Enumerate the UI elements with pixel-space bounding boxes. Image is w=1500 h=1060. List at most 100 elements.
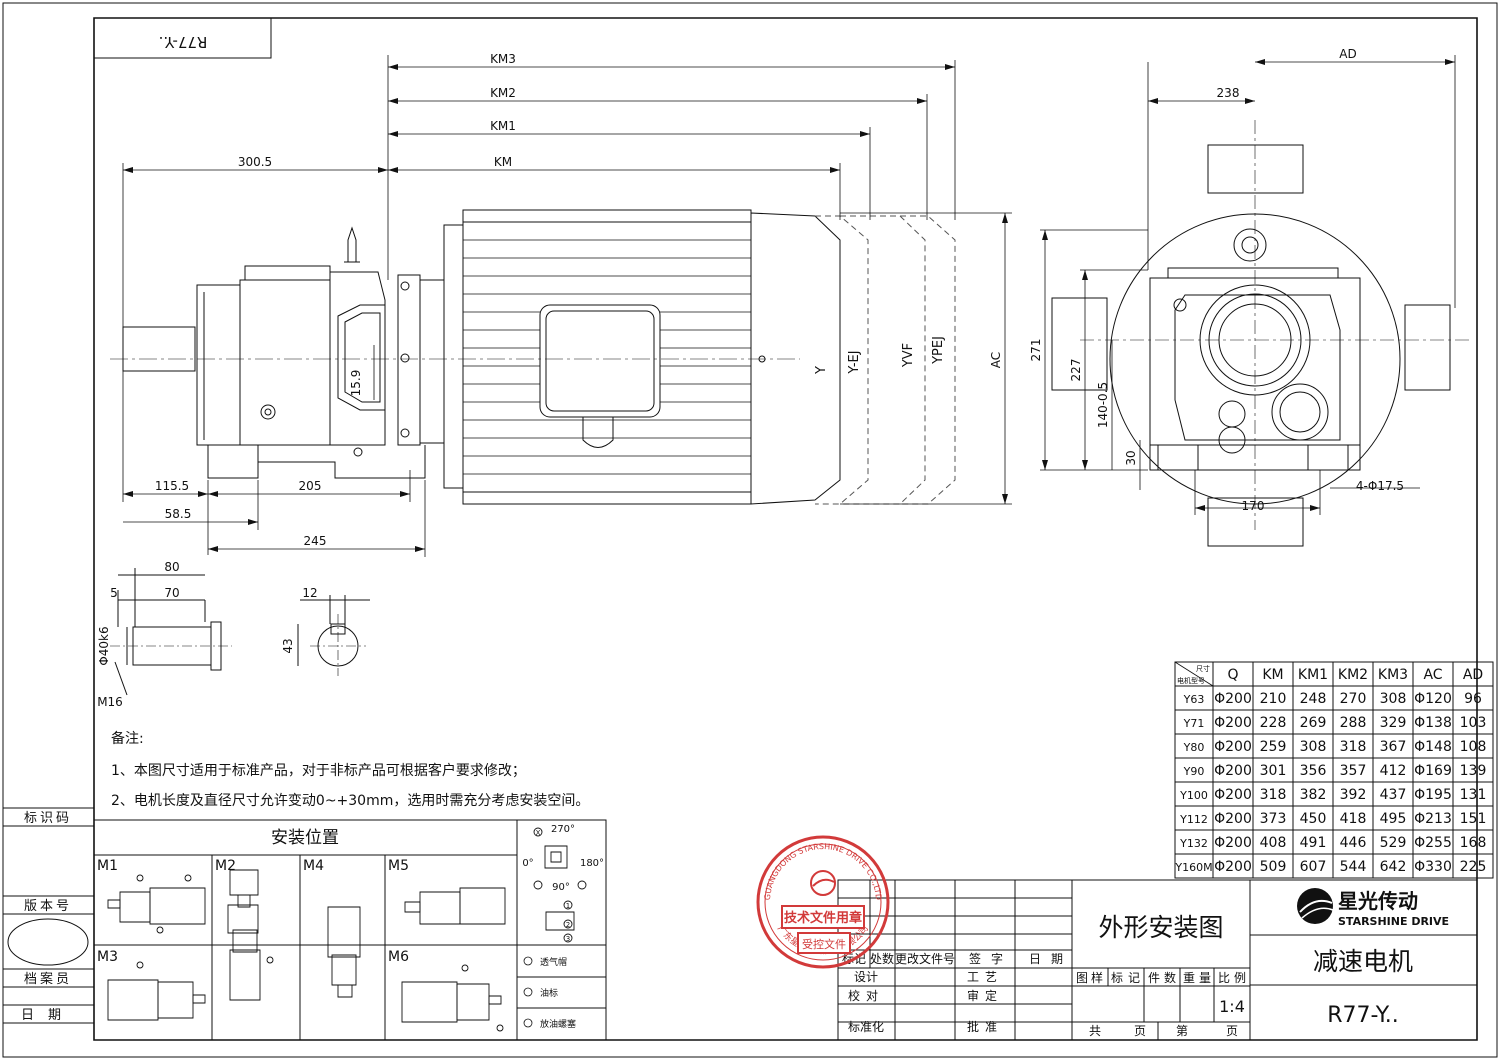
spec-cell: Φ200 <box>1214 763 1252 779</box>
orientation-diagram <box>534 828 586 942</box>
spec-cell: 308 <box>1380 691 1407 707</box>
spec-cell: 437 <box>1380 787 1407 803</box>
spec-cell: Φ195 <box>1414 787 1452 803</box>
orient-mark-1: 1 <box>566 902 570 910</box>
spec-cell: Φ213 <box>1414 811 1452 827</box>
spec-cell: 367 <box>1380 739 1407 755</box>
spec-cell: Φ200 <box>1214 787 1252 803</box>
spec-cell: 373 <box>1260 811 1287 827</box>
spec-model: Y112 <box>1179 813 1208 826</box>
dim-15-9: 15.9 <box>349 370 363 397</box>
spec-cell: Φ255 <box>1414 835 1452 851</box>
dim-70: 70 <box>164 586 179 600</box>
change-date-1: 日 <box>1029 952 1041 966</box>
dim-12: 12 <box>302 586 317 600</box>
spec-cell: 225 <box>1460 859 1487 875</box>
spec-cell: 329 <box>1380 715 1407 731</box>
spec-cell: 491 <box>1300 835 1327 851</box>
spec-cell: 607 <box>1300 859 1327 875</box>
dim-227: 227 <box>1069 359 1083 382</box>
spec-cell: 301 <box>1260 763 1287 779</box>
dim-km: KM <box>494 155 512 169</box>
inner-frame <box>94 18 1477 1040</box>
change-sign-2: 字 <box>991 951 1003 966</box>
spec-cell: 228 <box>1260 715 1287 731</box>
stamp-line2: 受控文件 <box>802 937 846 951</box>
notes-line2: 2、电机长度及直径尺寸允许变动0~+30mm，选用时需充分考虑安装空间。 <box>111 792 589 809</box>
install-sketches <box>108 870 505 1031</box>
spec-cell: Φ138 <box>1414 715 1452 731</box>
variant-yvf: YVF <box>901 343 916 368</box>
brand-swoosh-icon <box>1297 888 1333 924</box>
lbl-liang: 量 <box>1199 971 1211 985</box>
variant-y: Y <box>814 366 829 375</box>
role-process: 工艺 <box>967 970 1003 984</box>
dim-5: 5 <box>110 586 118 600</box>
legend-drain-plug: 放油螺塞 <box>540 1018 576 1030</box>
shaft-detail <box>115 568 370 695</box>
pos-m4: M4 <box>303 858 324 874</box>
dim-km1: KM1 <box>490 119 516 133</box>
spec-cell: 509 <box>1260 859 1287 875</box>
lbl-yang: 样 <box>1091 970 1103 985</box>
dim-km2: KM2 <box>490 86 516 100</box>
spec-cell: Φ200 <box>1214 739 1252 755</box>
spec-cell: 446 <box>1340 835 1367 851</box>
spec-cell: 529 <box>1380 835 1407 851</box>
spec-model: Y132 <box>1179 837 1208 850</box>
spec-cell: 108 <box>1460 739 1487 755</box>
spec-cell: 270 <box>1340 691 1367 707</box>
spec-corner-top: 尺寸 <box>1196 664 1210 673</box>
spec-model: Y80 <box>1183 741 1205 754</box>
dim-271: 271 <box>1029 339 1043 362</box>
pos-m2: M2 <box>215 858 236 874</box>
dim-245: 245 <box>304 534 327 548</box>
scale-value: 1:4 <box>1219 997 1245 1016</box>
pos-m1: M1 <box>97 858 118 874</box>
legend-breather: 透气帽 <box>540 956 567 968</box>
dim-58-5: 58.5 <box>165 507 192 521</box>
change-doc: 更改文件号 <box>895 951 955 966</box>
spec-cell: Φ200 <box>1214 715 1252 731</box>
spec-cell: Φ169 <box>1414 763 1452 779</box>
stamp-line1: 技术文件用章 <box>784 910 862 926</box>
product-name: 减速电机 <box>1313 947 1413 976</box>
orient-mark-x: X <box>536 829 541 837</box>
role-check: 校对 <box>848 988 884 1003</box>
lbl-ji: 记 <box>1128 971 1140 985</box>
dim-43: 43 <box>281 638 295 653</box>
angle-180: 180° <box>580 858 604 869</box>
orient-mark-3: 3 <box>566 935 570 943</box>
angle-90: 90° <box>552 882 570 893</box>
spec-cell: 642 <box>1380 859 1407 875</box>
side-label-archivist: 档案员 <box>24 972 72 987</box>
dim-40k6: Φ40k6 <box>97 626 111 665</box>
spec-cell: 356 <box>1300 763 1327 779</box>
dim-ac-side: AC <box>989 352 1003 368</box>
change-date-2: 期 <box>1051 952 1063 966</box>
spec-cell: 412 <box>1380 763 1407 779</box>
lbl-zhong: 重 <box>1183 971 1195 985</box>
role-standard: 标准化 <box>848 1020 884 1034</box>
dim-115-5: 115.5 <box>155 479 189 493</box>
spec-corner-bottom: 电机型号 <box>1177 676 1205 685</box>
side-label-version: 版本号 <box>24 899 72 914</box>
spec-model: Y160M <box>1174 861 1212 874</box>
drawing-title: 外形安装图 <box>1098 913 1223 942</box>
spec-cell: 544 <box>1340 859 1367 875</box>
spec-cell: Φ120 <box>1414 691 1452 707</box>
lbl-biao: 标 <box>1111 971 1123 985</box>
dim-205: 205 <box>299 479 322 493</box>
brand-logo: 星光传动 STARSHINE DRIVE <box>1297 888 1449 928</box>
dim-140: 140-0.5 <box>1096 382 1110 428</box>
sheet-ye-2: 页 <box>1226 1024 1238 1038</box>
spec-model: Y63 <box>1183 693 1205 706</box>
controlled-document-stamp: GUANGDONG STARSHINE DRIVE CO.,LTD 广东星光传动… <box>758 837 888 967</box>
side-label-code: 标识码 <box>24 811 72 826</box>
spec-cell: 318 <box>1260 787 1287 803</box>
dim-300-5: 300.5 <box>238 155 272 169</box>
spec-cell: 139 <box>1460 763 1487 779</box>
sheet-di: 第 <box>1176 1024 1188 1038</box>
